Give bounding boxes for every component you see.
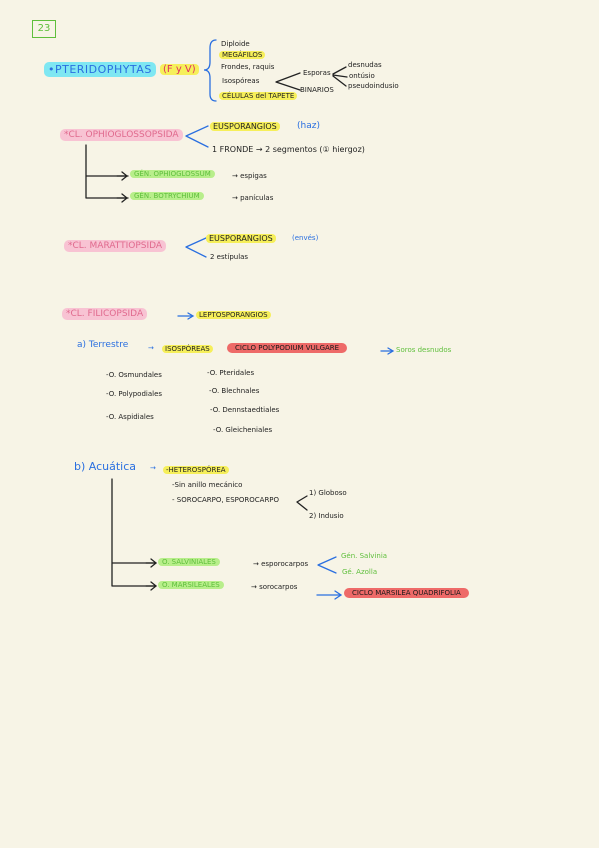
salviniales-branch xyxy=(317,556,337,574)
order-aspidiales: -O. Aspidiales xyxy=(106,413,154,421)
pteridophytas-tag: (F y V) xyxy=(160,63,199,76)
maratt-eusporangios: EUSPORANGIOS xyxy=(206,233,276,244)
esporas-branch xyxy=(332,66,348,87)
gen-azolla: Gé. Azolla xyxy=(342,568,378,576)
trait-megafilos: MEGÁFILOS xyxy=(219,51,266,60)
o-marsileales-text: O. MARSILEALES xyxy=(158,581,224,589)
gen-botrychium-text: GÉN. BOTRYCHIUM xyxy=(130,192,204,200)
o-salviniales: O. SALVINIALES xyxy=(158,558,220,567)
o-salviniales-text: O. SALVINIALES xyxy=(158,558,220,566)
pteridophytas-title: •PTERIDOPHYTAS xyxy=(44,62,156,77)
ophioglossopsida-title: *CL. OPHIOGLOSSOPSIDA xyxy=(60,129,183,141)
pteridophytas-tag-text: (F y V) xyxy=(160,64,199,75)
espora-type-desnudas: desnudas xyxy=(348,61,382,69)
marsileales-result: → sorocarpos xyxy=(251,583,298,591)
maratt-estipulas: 2 estípulas xyxy=(210,253,249,261)
salviniales-result: → esporocarpos xyxy=(253,560,309,568)
marattiopsida-title: *CL. MARATTIOPSIDA xyxy=(64,240,167,252)
sorocarpo-indusio: 2) Indusio xyxy=(309,512,344,520)
ciclo-marsilea: CICLO MARSILEA QUADRIFOLIA xyxy=(344,588,469,598)
acuatica-label: b) Acuática xyxy=(74,460,137,473)
acuatica-arrow-2 xyxy=(145,581,158,591)
acuatica-arrow: → xyxy=(150,464,156,472)
heterosporea: -HETEROSPÓREA xyxy=(163,466,229,475)
gen-ophioglossum-result: → espigas xyxy=(232,172,267,180)
soros-desnudos: Soros desnudos xyxy=(396,346,452,354)
trait-diploide: Diploide xyxy=(221,40,250,48)
trait-frondes: Frondes, raquis xyxy=(221,63,275,71)
leptosporangios-text: LEPTOSPORANGIOS xyxy=(196,311,271,319)
ophio-fronde: 1 FRONDE → 2 segmentos (① hiergoz) xyxy=(212,145,365,154)
ophio-eusporangios-text: EUSPORANGIOS xyxy=(210,122,280,131)
leptosporangios: LEPTOSPORANGIOS xyxy=(196,311,271,320)
sorocarpo-branch xyxy=(296,495,308,511)
ophio-arrow-1 xyxy=(116,171,129,181)
trait-celulas-tapete: CÉLULAS del TAPETE xyxy=(219,92,298,101)
heterosporea-text: -HETEROSPÓREA xyxy=(163,466,229,474)
page-number: 23 xyxy=(32,20,56,38)
trait-celulas-tapete-text: CÉLULAS del TAPETE xyxy=(219,92,298,100)
espora-type-pseudoindusio: pseudoindusio xyxy=(348,82,399,90)
pteridophytas-title-text: •PTERIDOPHYTAS xyxy=(44,62,156,77)
o-marsileales: O. MARSILEALES xyxy=(158,581,224,590)
filicopsida-title: *CL. FILICOPSIDA xyxy=(62,308,148,320)
order-dennstaedtiales: -O. Dennstaedtiales xyxy=(210,406,280,414)
gen-botrychium-result: → panículas xyxy=(232,194,274,202)
sorocarpo-globoso: 1) Globoso xyxy=(309,489,347,497)
maratt-branch xyxy=(185,237,207,258)
order-blechnales: -O. Blechnales xyxy=(209,387,260,395)
filicopsida-title-text: *CL. FILICOPSIDA xyxy=(62,308,148,320)
order-pteridales: -O. Pteridales xyxy=(207,369,255,377)
ophio-arrow-2 xyxy=(116,193,129,203)
trait-megafilos-text: MEGÁFILOS xyxy=(219,51,266,59)
polypodium-arrow xyxy=(380,347,395,355)
ophio-branch xyxy=(185,125,209,148)
filico-arrow xyxy=(177,312,195,320)
ophio-eusporangios: EUSPORANGIOS xyxy=(210,121,280,132)
order-gleicheniales: -O. Gleicheniales xyxy=(213,426,273,434)
binarios-label: BINARIOS xyxy=(300,86,334,94)
maratt-enves: (envés) xyxy=(292,234,319,242)
gen-salvinia: Gén. Salvinia xyxy=(341,552,388,560)
terrestre-label: a) Terrestre xyxy=(77,340,129,350)
marsilea-arrow xyxy=(316,590,343,600)
order-polypodiales: -O. Polypodiales xyxy=(106,390,163,398)
trait-isosporeas: Isospóreas xyxy=(222,77,260,85)
pterido-brace xyxy=(203,39,217,102)
sorocarpo-esporocarpo: - SOROCARPO, ESPOROCARPO xyxy=(172,496,280,504)
ophioglossopsida-title-text: *CL. OPHIOGLOSSOPSIDA xyxy=(60,129,183,141)
terrestre-arrow: → xyxy=(148,344,154,352)
acuatica-tree xyxy=(111,478,157,587)
ophio-haz: (haz) xyxy=(297,121,320,131)
esporas-label: Esporas xyxy=(303,69,331,77)
marattiopsida-title-text: *CL. MARATTIOPSIDA xyxy=(64,240,167,252)
acuatica-arrow-1 xyxy=(145,558,158,568)
ciclo-polypodium: CICLO POLYPODIUM VULGARE xyxy=(227,343,348,353)
ciclo-marsilea-text: CICLO MARSILEA QUADRIFOLIA xyxy=(344,588,469,598)
gen-botrychium: GÉN. BOTRYCHIUM xyxy=(130,192,204,201)
isosporeas-filico: ISOSPÓREAS xyxy=(162,345,213,354)
isosporeas-filico-text: ISOSPÓREAS xyxy=(162,345,213,353)
ciclo-polypodium-text: CICLO POLYPODIUM VULGARE xyxy=(227,343,348,353)
sin-anillo: -Sin anillo mecánico xyxy=(172,481,243,489)
gen-ophioglossum: GÉN. OPHIOGLOSSUM xyxy=(130,170,215,179)
order-osmundales: -O. Osmundales xyxy=(106,371,162,379)
gen-ophioglossum-text: GÉN. OPHIOGLOSSUM xyxy=(130,170,215,178)
maratt-eusporangios-text: EUSPORANGIOS xyxy=(206,234,276,243)
isosporeas-branch xyxy=(275,72,301,91)
espora-type-ontusio: ontúsio xyxy=(349,72,375,80)
